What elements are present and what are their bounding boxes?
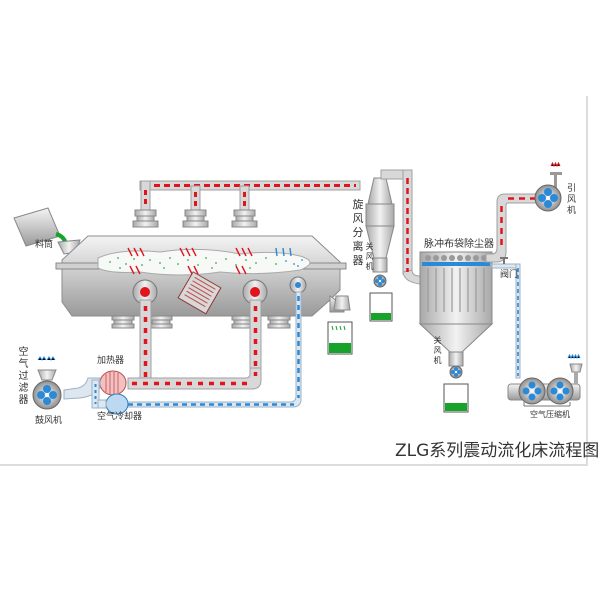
label-blower: 鼓风机 (35, 416, 63, 426)
label-airlock-1: 关风机 (365, 242, 374, 271)
pulse-bag-filter (418, 251, 494, 379)
label-air-cooler: 空气冷却器 (97, 412, 143, 422)
label-air-compressor: 空气压缩机 (530, 410, 570, 419)
product-bin-3 (443, 383, 469, 413)
compressed-air-pipe (491, 257, 521, 379)
cyclone-separator (365, 177, 395, 288)
air-cooler (105, 393, 129, 415)
label-airlock-2: 关风机 (433, 336, 442, 365)
diagram-title: ZLG系列震动流化床流程图 (395, 441, 600, 461)
exhaust-pipe (132, 180, 361, 228)
product-bin-1 (327, 321, 353, 355)
label-valve: 阀门 (500, 270, 519, 280)
hot-air-pipe (127, 299, 262, 390)
label-induced-draft-fan: 引风机 (566, 184, 576, 216)
product-bin-2 (369, 292, 393, 322)
label-heater: 加热器 (97, 356, 125, 366)
label-pulse-bag-filter: 脉冲布袋除尘器 (424, 239, 494, 250)
air-compressor (507, 353, 583, 407)
filter-to-fan-pipe (485, 193, 539, 263)
induced-draft-fan (534, 161, 562, 212)
blower-fan (32, 356, 62, 410)
label-air-filter: 空气过滤器 (18, 347, 29, 406)
blower-pipes (63, 377, 107, 409)
label-cyclone-separator: 旋风分离器 (352, 198, 364, 267)
heater (99, 370, 127, 396)
label-material-drum: 料筒 (35, 240, 54, 250)
fluid-bed-dryer (55, 235, 351, 329)
